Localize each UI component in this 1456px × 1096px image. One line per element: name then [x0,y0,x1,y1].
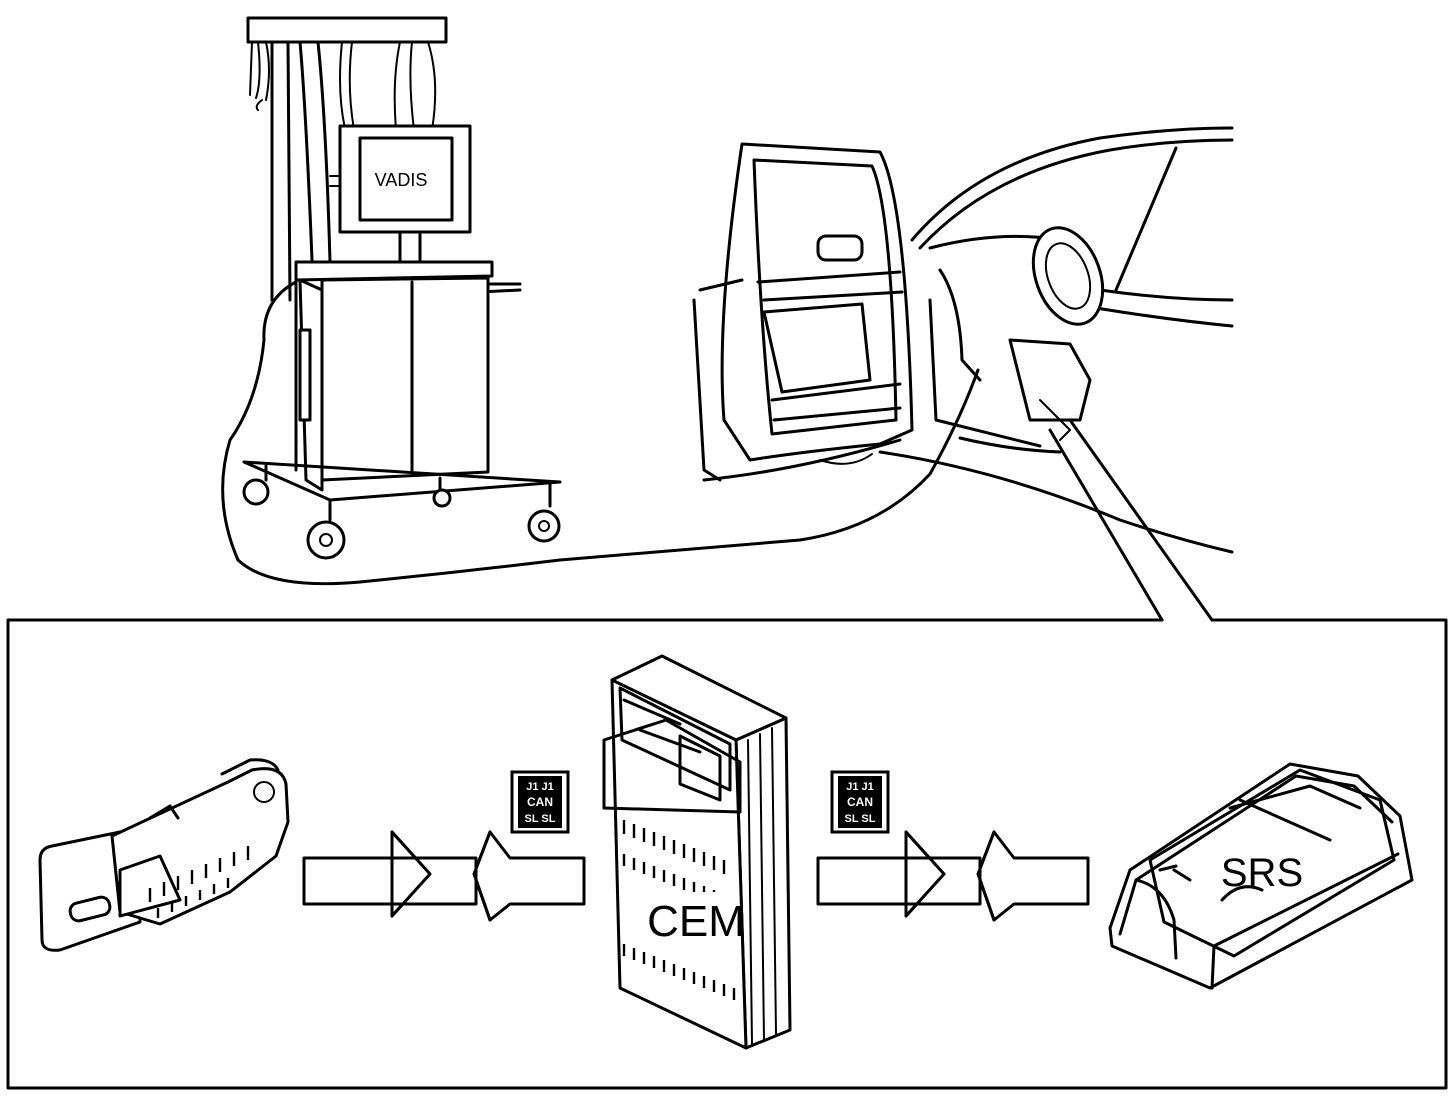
data-flow-arrow-right [472,830,586,922]
srs-label: SRS [1221,851,1303,895]
callout-frame [6,618,1448,1090]
srs-module: SRS [1108,762,1414,990]
can-icon-line-1: J1 J1 [846,781,874,793]
data-flow-arrow-shaft [904,856,982,906]
monitor-label: VADIS [375,170,428,190]
cem-module: CEM [602,654,792,1050]
callout-leader-line [1048,428,1164,622]
cem-label: CEM [647,897,745,946]
diagnostic-cable [221,280,980,586]
callout-leader-line [1068,418,1214,622]
diagnostic-cart: VADIS [242,16,562,560]
car-interior-view [692,126,1234,554]
can-icon-line-2: CAN [527,795,553,809]
diagnostic-connector [38,758,290,952]
can-icon-line-2: CAN [847,795,873,809]
can-bus-icon: J1 J1 CAN SL SL [510,770,570,834]
can-icon-line-1: J1 J1 [526,781,554,793]
can-icon-line-3: SL SL [525,813,556,825]
data-flow-arrow-shaft [390,856,478,906]
data-flow-arrow-right [976,830,1090,922]
can-bus-icon: J1 J1 CAN SL SL [830,770,890,834]
can-icon-line-3: SL SL [845,813,876,825]
